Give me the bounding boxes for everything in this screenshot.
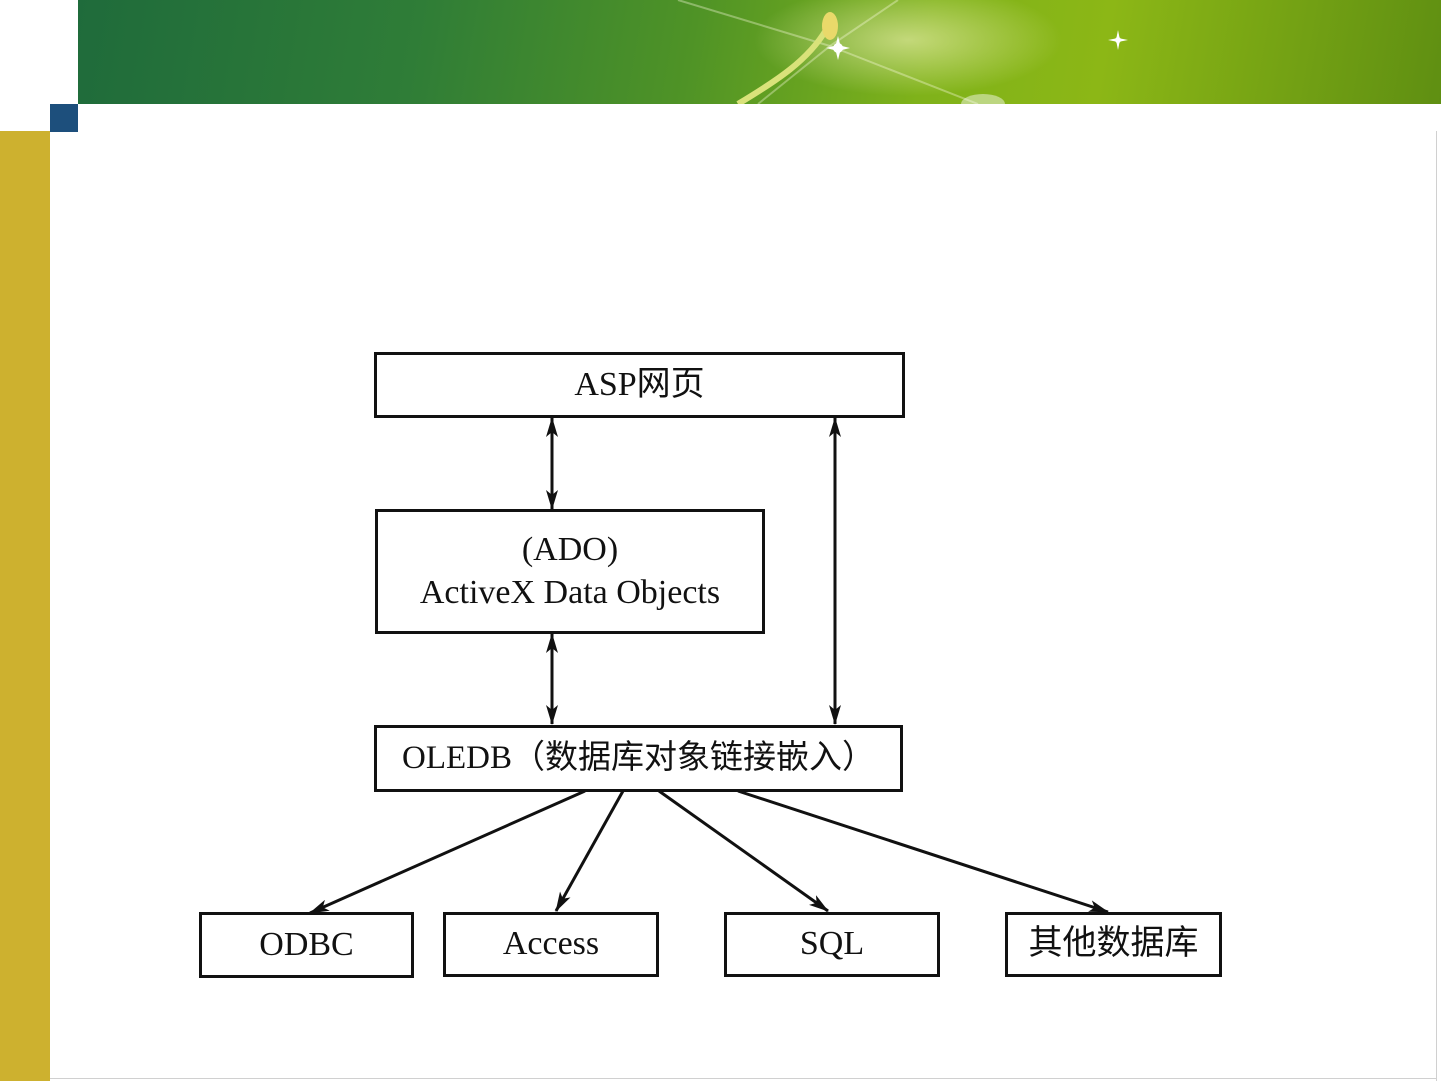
target-label-other-databases: 其他数据库 (1028, 925, 1199, 963)
banner-sparkle-art (677, 0, 1128, 104)
left-gold-bar (0, 131, 50, 1081)
header-banner (78, 0, 1441, 104)
oledb-box: OLEDB（数据库对象链接嵌入） (374, 725, 903, 792)
arrow-oledb-other (737, 789, 1109, 914)
target-box-sql: SQL (724, 912, 940, 977)
target-label-odbc: ODBC (259, 925, 354, 963)
bottom-border-line (50, 1078, 1436, 1079)
ado-full-name-label: ActiveX Data Objects (419, 573, 721, 611)
right-border-line (1436, 131, 1437, 1081)
ado-box: (ADO) ActiveX Data Objects (375, 509, 765, 634)
arrow-oledb-sql (658, 789, 829, 913)
arrow-oledb-odbc (309, 789, 586, 915)
arrow-oledb-access (554, 790, 625, 912)
target-label-sql: SQL (799, 925, 865, 963)
ado-acronym-label: (ADO) (521, 531, 619, 568)
accent-square (50, 104, 78, 132)
oledb-label: OLEDB（数据库对象链接嵌入） (402, 739, 875, 776)
target-box-odbc: ODBC (199, 912, 414, 978)
asp-page-label: ASP网页 (574, 365, 705, 403)
target-box-access: Access (443, 912, 659, 977)
target-box-other-databases: 其他数据库 (1005, 912, 1222, 977)
target-label-access: Access (502, 925, 600, 963)
asp-page-box: ASP网页 (374, 352, 905, 418)
